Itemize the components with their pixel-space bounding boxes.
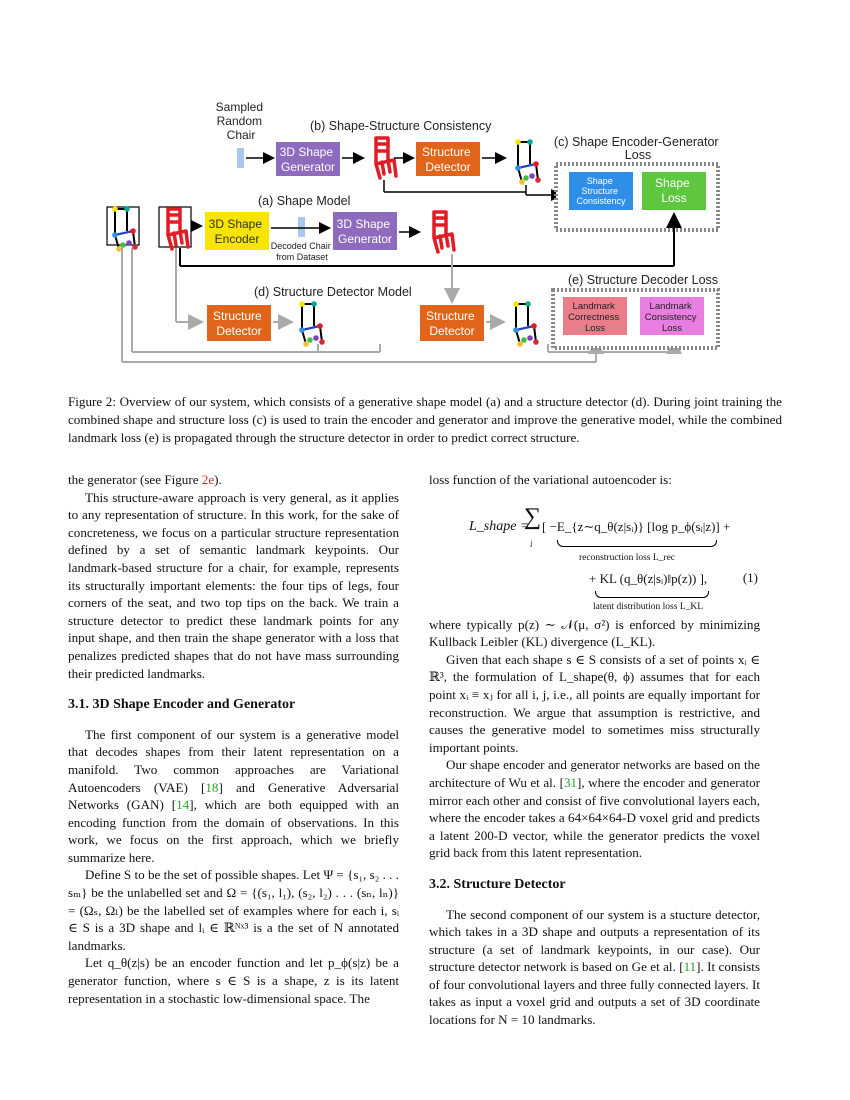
underbrace-2 (595, 590, 709, 598)
underbrace-1 (557, 539, 717, 547)
text-span: Our shape encoder and generator networks… (429, 757, 760, 790)
generator-box-top (276, 142, 340, 176)
right-column: loss function of the variational autoenc… (429, 471, 760, 1029)
paragraph-encoder-function: Let q_θ(z|s) be an encoder function and … (68, 955, 399, 1006)
decoded-latent-bar (298, 217, 305, 237)
summation-symbol: ∑ (524, 503, 542, 530)
landmark-correctness-box (563, 297, 627, 335)
shape-loss-box (642, 172, 706, 210)
text-span: The second component of our system is a … (429, 906, 760, 975)
text-span: the generator (see Figure (68, 472, 202, 487)
reconstructed-chair-image (432, 210, 456, 254)
section-d-title: (d) Structure Detector Model (254, 285, 412, 299)
system-overview-figure: Sampled Random Chair (b) Shape-Structure… (106, 100, 722, 363)
left-column: the generator (see Figure 2e). This stru… (68, 471, 399, 1007)
landmark-consistency-box (640, 297, 704, 335)
sampled-latent-bar (237, 148, 244, 168)
generator-box-mid (333, 212, 397, 250)
landmark-correctness-label: Landmark Correctness Loss (568, 301, 622, 334)
section-heading-3-1: 3.1. 3D Shape Encoder and Generator (68, 697, 296, 713)
equation-1: L_shape = ∑ i [ −E_{z∼q_θ(z|sᵢ)} [log p_… (429, 498, 760, 612)
decoded-chair-label: Decoded Chair from Dataset (271, 241, 334, 262)
figure-caption: Figure 2: Overview of our system, which … (68, 394, 782, 445)
text-span: ], where the encoder and generator mirro… (429, 774, 760, 861)
text-span: ], which are both equipped with an encod… (68, 797, 399, 865)
section-a-title: (a) Shape Model (258, 194, 350, 208)
paragraph-define-shapes: Define S to be the set of possible shape… (68, 867, 399, 953)
equation-number: (1) (742, 569, 758, 585)
paragraph-loss-intro: loss function of the variational autoenc… (429, 472, 672, 487)
encoder-box-label: 3D Shape Encoder (209, 217, 266, 246)
consistency-loss-box (569, 172, 633, 210)
shape-loss-label: Shape Loss (655, 176, 693, 205)
detected-structure-left-image (298, 300, 326, 348)
citation-link-14[interactable]: 14 (176, 797, 190, 813)
generator-box-top-label: 3D Shape Generator (280, 145, 337, 174)
section-b-title: (b) Shape-Structure Consistency (310, 119, 492, 133)
summation-index: i (530, 538, 533, 549)
generated-chair-image (374, 136, 398, 180)
paragraph-structure-detector: The second component of our system is a … (429, 906, 760, 1029)
paragraph-generative-model: The first component of our system is a g… (68, 726, 399, 867)
generator-box-mid-label: 3D Shape Generator (337, 217, 394, 246)
structure-detector-box-left-label: Structure Detector (213, 309, 265, 338)
latent-loss-label: latent distribution loss L_KL (593, 601, 704, 612)
structure-detector-box-top (416, 142, 480, 176)
structure-detector-box-right-label: Structure Detector (426, 309, 478, 338)
structure-detector-box-top-label: Structure Detector (422, 145, 474, 174)
consistency-loss-label: Shape Structure Consistency (576, 176, 626, 206)
figure-ref-link[interactable]: 2e (201, 472, 215, 487)
text-span: ]. It consists of four convolutional lay… (429, 959, 760, 1028)
section-c-title: (c) Shape Encoder-Generator Loss (554, 135, 722, 162)
citation-link-11[interactable]: 11 (683, 959, 697, 975)
paragraph-continuation: the generator (see Figure 2e). (68, 471, 399, 489)
structure-detector-box-right (420, 305, 484, 341)
paragraph-structure-aware: This structure-aware approach is very ge… (68, 489, 399, 681)
citation-link-18[interactable]: 18 (205, 779, 219, 795)
section-heading-3-2: 3.2. Structure Detector (429, 876, 566, 892)
encoder-box (205, 212, 269, 250)
equation-lhs: L_shape = (469, 518, 530, 534)
sampled-chair-label: Sampled Random Chair (216, 100, 267, 142)
structure-detector-box-left (207, 305, 271, 341)
equation-row-1: [ −E_{z∼q_θ(z|sᵢ)} [log p_ϕ(sᵢ|z)] + (542, 518, 731, 534)
detected-structure-top-image (514, 138, 542, 186)
text-span: ] and Generative Adversarial Networks (G… (68, 779, 399, 813)
section-e-title: (e) Structure Decoder Loss (568, 273, 718, 287)
paragraph-architecture: Our shape encoder and generator networks… (429, 756, 760, 862)
text-span: The first component of our system is a g… (68, 726, 399, 795)
detected-structure-right-image (512, 300, 540, 348)
paragraph-kl-divergence: where typically p(z) ∼ 𝒩(μ, σ²) is enfor… (429, 616, 760, 650)
citation-link-31[interactable]: 31 (563, 774, 578, 790)
paragraph-points-assumption: Given that each shape s ∈ S consists of … (429, 651, 760, 755)
reconstruction-loss-label: reconstruction loss L_rec (579, 552, 676, 563)
text-span: ). (214, 472, 222, 487)
landmark-consistency-label: Landmark Consistency Loss (645, 301, 699, 334)
equation-row-2: + KL (q_θ(z|sᵢ)‖p(z)) ], (589, 570, 708, 586)
